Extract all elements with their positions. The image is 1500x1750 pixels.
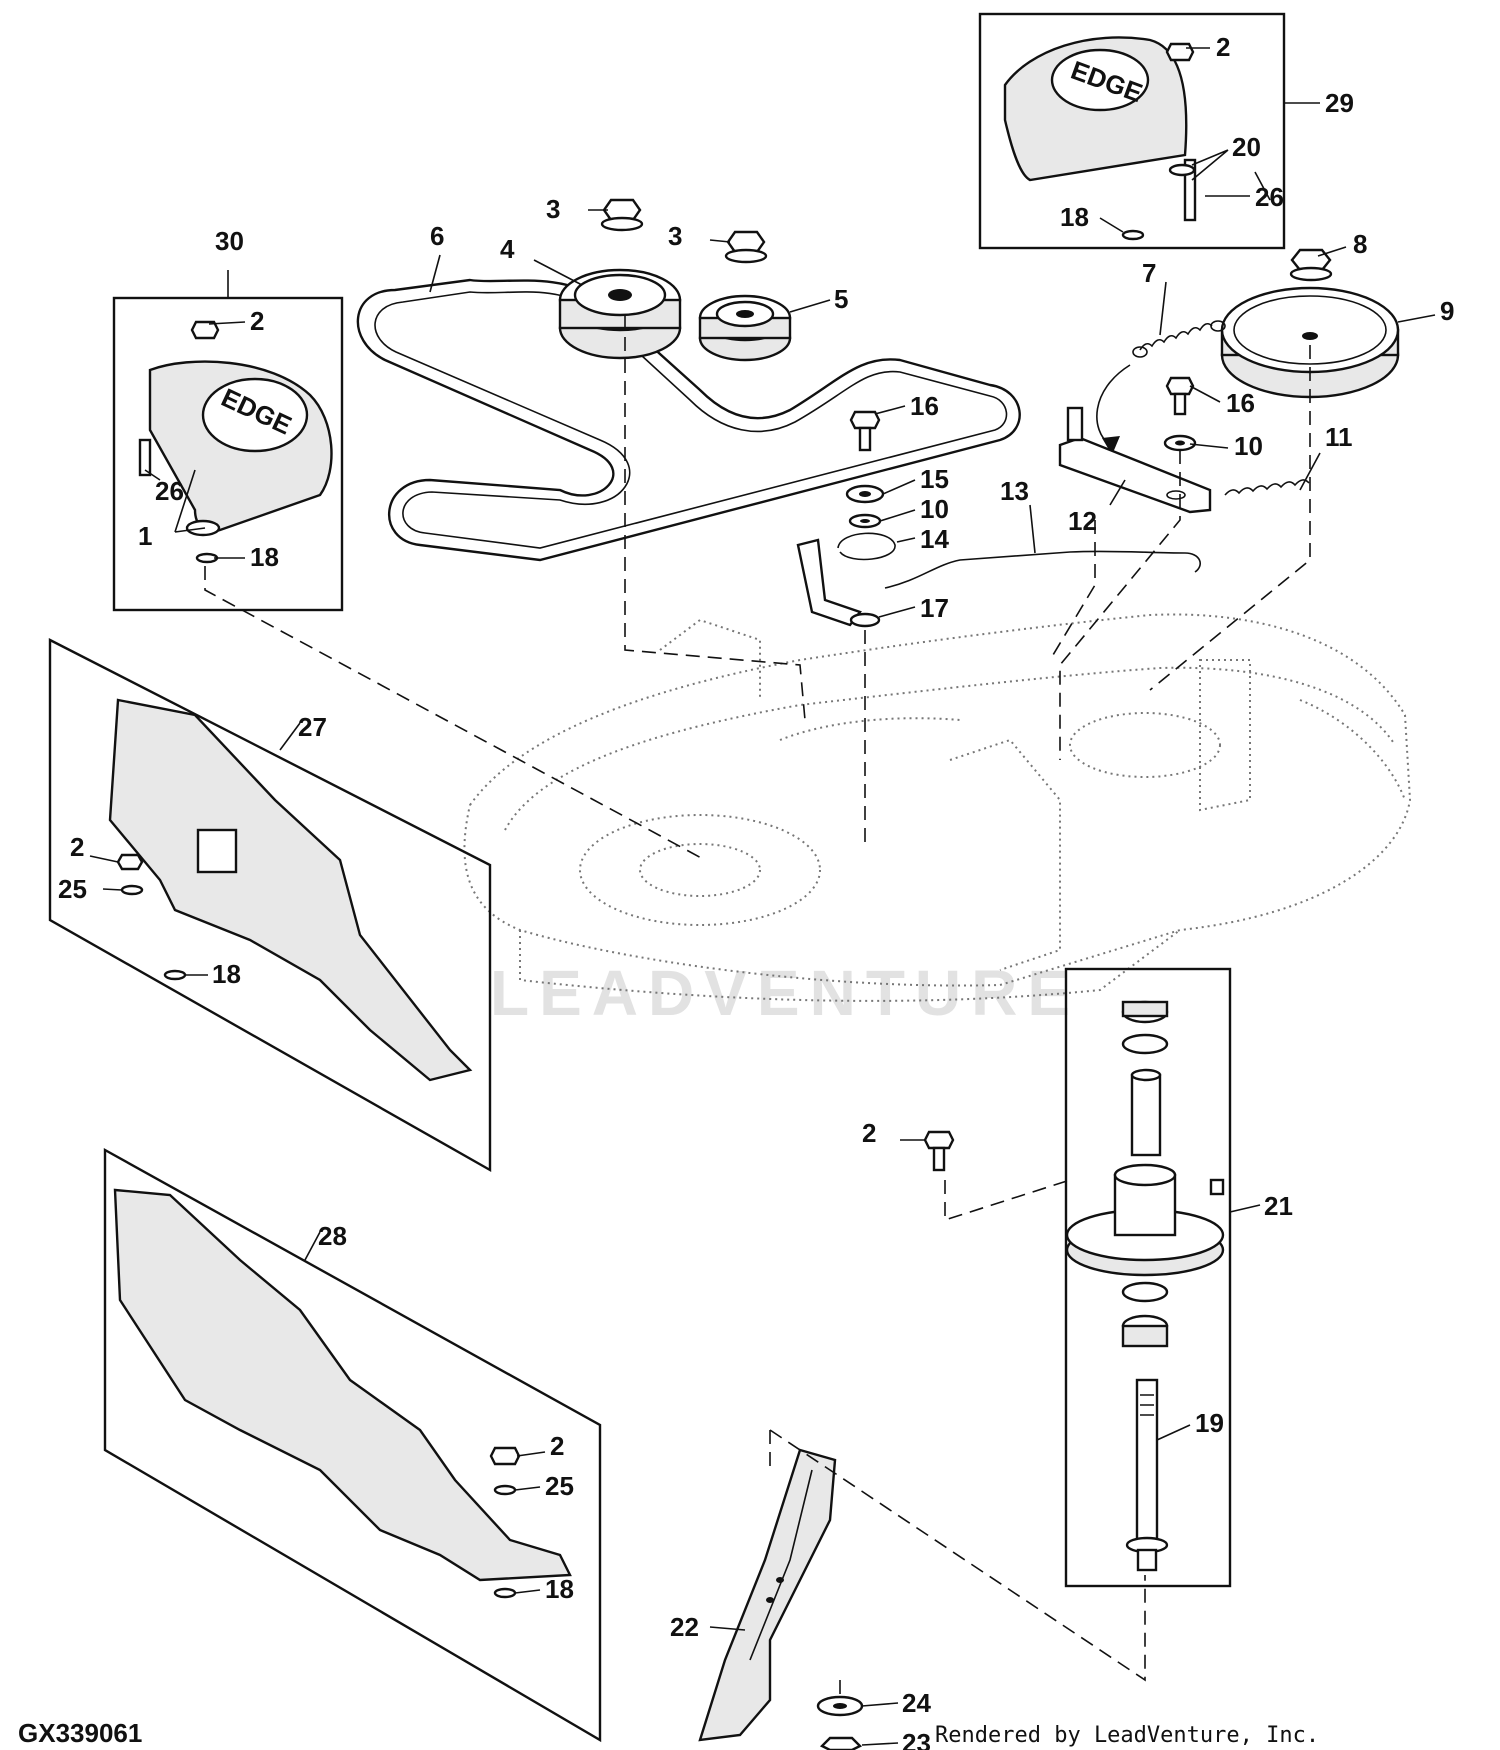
callout-16a: 16 bbox=[910, 391, 939, 421]
callout-30: 30 bbox=[215, 226, 244, 256]
render-credit: Rendered by LeadVenture, Inc. bbox=[935, 1723, 1319, 1748]
deflector-28 bbox=[113, 1188, 572, 1582]
inset-box-27 bbox=[48, 638, 492, 1173]
callout-3b: 3 bbox=[668, 221, 682, 251]
flange-nut-3a bbox=[600, 198, 644, 232]
callout-25b: 25 bbox=[545, 1471, 574, 1501]
rod-13 bbox=[884, 550, 1201, 589]
belt-cover-left: EDGE bbox=[138, 360, 333, 533]
callout-17: 17 bbox=[920, 593, 949, 623]
callout-14: 14 bbox=[920, 524, 949, 554]
bolt-2d bbox=[923, 1130, 955, 1172]
washer-10b bbox=[1163, 434, 1197, 452]
washer-20 bbox=[1168, 163, 1196, 177]
idler-pulley-4 bbox=[558, 268, 682, 360]
idler-arm-12 bbox=[1058, 406, 1212, 514]
clip-18b bbox=[163, 969, 187, 981]
leader-lines bbox=[89, 47, 1436, 1746]
callout-2-box29: 2 bbox=[1216, 32, 1230, 62]
callout-21: 21 bbox=[1264, 1191, 1293, 1221]
washer-24 bbox=[816, 1695, 864, 1717]
callout-10b: 10 bbox=[1234, 431, 1263, 461]
idler-pulley-5 bbox=[698, 294, 792, 362]
callout-16b: 16 bbox=[1226, 388, 1255, 418]
spindle-housing-21 bbox=[1065, 1000, 1225, 1348]
bolt-16a bbox=[849, 410, 881, 452]
washer-25a bbox=[120, 884, 144, 896]
callout-20: 20 bbox=[1232, 132, 1261, 162]
mower-blade-22 bbox=[698, 1448, 837, 1742]
callout-27: 27 bbox=[298, 712, 327, 742]
callout-3a: 3 bbox=[546, 194, 560, 224]
callout-2-box27: 2 bbox=[70, 832, 84, 862]
watermark: LEADVENTURE bbox=[490, 957, 1080, 1029]
callout-18-box27: 18 bbox=[212, 959, 241, 989]
callout-2-box30: 2 bbox=[250, 306, 264, 336]
callout-25a: 25 bbox=[58, 874, 87, 904]
callout-26-box30: 26 bbox=[155, 476, 184, 506]
flange-nut-3b bbox=[724, 230, 768, 264]
inset-box-29 bbox=[978, 12, 1286, 250]
spring-clip-14 bbox=[837, 532, 896, 561]
callout-19: 19 bbox=[1195, 1408, 1224, 1438]
callout-labels: 1 2 2 2 2 2 3 3 4 5 6 7 8 9 10 10 11 12 … bbox=[58, 32, 1454, 1750]
callout-2-spindle: 2 bbox=[862, 1118, 876, 1148]
mower-deck-outline bbox=[463, 613, 1412, 1002]
callout-9: 9 bbox=[1440, 296, 1454, 326]
nut-8 bbox=[1289, 248, 1333, 282]
spring-11 bbox=[1224, 479, 1310, 496]
bracket-17 bbox=[796, 538, 881, 628]
drive-belt bbox=[356, 278, 1021, 562]
callout-23: 23 bbox=[902, 1728, 931, 1750]
callout-18-box30: 18 bbox=[250, 542, 279, 572]
nut-23 bbox=[819, 1736, 863, 1750]
callout-6: 6 bbox=[430, 221, 444, 251]
callout-12: 12 bbox=[1068, 506, 1097, 536]
callout-11: 11 bbox=[1325, 422, 1353, 452]
drawing-code: GX339061 bbox=[18, 1718, 142, 1748]
bolt-2b bbox=[1165, 42, 1195, 62]
callout-29: 29 bbox=[1325, 88, 1354, 118]
callout-28: 28 bbox=[318, 1221, 347, 1251]
callout-2-box28: 2 bbox=[550, 1431, 564, 1461]
clip-18c bbox=[493, 1587, 517, 1599]
callout-18-box29: 18 bbox=[1060, 202, 1089, 232]
callout-8: 8 bbox=[1353, 229, 1367, 259]
deflector-27 bbox=[108, 698, 473, 1082]
spacer-15 bbox=[845, 484, 885, 504]
spring-7 bbox=[1096, 320, 1226, 455]
callout-5: 5 bbox=[834, 284, 848, 314]
washer-25b bbox=[493, 1484, 517, 1496]
bolt-2e bbox=[489, 1446, 521, 1466]
inset-box-21 bbox=[1064, 967, 1232, 1588]
callout-1: 1 bbox=[138, 521, 152, 551]
assembly-lines bbox=[204, 315, 1311, 1700]
spindle-shaft-19 bbox=[1125, 1378, 1169, 1572]
callout-13: 13 bbox=[1000, 476, 1029, 506]
callout-18-box28: 18 bbox=[545, 1574, 574, 1604]
bolt-16b bbox=[1165, 376, 1195, 416]
bolt-2c bbox=[116, 853, 144, 871]
callout-26-box29: 26 bbox=[1255, 182, 1284, 212]
inset-box-28 bbox=[103, 1147, 602, 1743]
bolt-2a bbox=[190, 320, 220, 340]
callout-15: 15 bbox=[920, 464, 949, 494]
clip-18d bbox=[1121, 229, 1145, 241]
callout-22: 22 bbox=[670, 1612, 699, 1642]
belt-cover-right: EDGE bbox=[1003, 36, 1197, 222]
callout-4: 4 bbox=[500, 234, 515, 264]
callout-24: 24 bbox=[902, 1688, 931, 1718]
callout-7: 7 bbox=[1142, 258, 1156, 288]
washer-10a bbox=[848, 513, 882, 529]
callout-10a: 10 bbox=[920, 494, 949, 524]
